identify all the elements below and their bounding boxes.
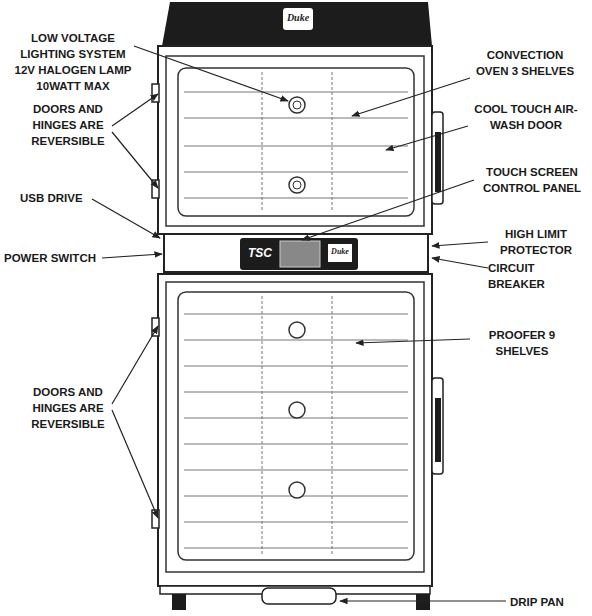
proofer-shelves: [184, 296, 408, 556]
shelf-line: [184, 340, 408, 341]
shelf-line: [184, 444, 408, 445]
shelf-line: [332, 296, 333, 556]
brand-logo: Duke: [328, 248, 352, 256]
callout-label: CIRCUIT BREAKER: [488, 260, 568, 292]
callout-label: DOORS AND HINGES ARE REVERSIBLE: [18, 384, 118, 432]
proofer-window: [178, 292, 414, 560]
proofer-cabinet: [158, 274, 432, 586]
control-band: [164, 234, 428, 272]
shelf-line: [184, 366, 408, 367]
oven-cabinet: [158, 46, 432, 234]
shelf-line: [184, 392, 408, 393]
touch-screen: [280, 241, 320, 267]
shelf-line: [262, 296, 263, 556]
door-handle-grip: [435, 132, 441, 192]
oven-window: [178, 68, 414, 216]
callout-label: LOW VOLTAGE LIGHTING SYSTEM 12V HALOGEN …: [12, 30, 134, 94]
halogen-lamp: [289, 97, 305, 113]
brand-logo: Duke: [283, 13, 313, 23]
proofer-door: [166, 282, 424, 572]
shelf-line: [262, 72, 263, 212]
caster: [416, 594, 430, 610]
drip-pan: [262, 588, 336, 604]
callout-label: DOORS AND HINGES ARE REVERSIBLE: [18, 101, 118, 149]
callout-label: PROOFER 9 SHELVES: [472, 327, 572, 359]
door-handle: [432, 378, 443, 474]
hood: [162, 2, 432, 46]
shelf-line: [184, 522, 408, 523]
callout-label: TOUCH SCREEN CONTROL PANEL: [478, 164, 586, 196]
shelf-line: [332, 72, 333, 212]
shelf-line: [184, 548, 408, 549]
callout-label: POWER SWITCH: [4, 250, 104, 266]
shelf-line: [184, 92, 408, 93]
shelf-line: [184, 172, 408, 173]
callout-label: COOL TOUCH AIR- WASH DOOR: [470, 101, 582, 133]
callout-label: DRIP PAN: [510, 594, 586, 610]
callout-label: HIGH LIMIT PROTECTOR: [488, 226, 584, 258]
callout-label: CONVECTION OVEN 3 SHELVES: [470, 47, 580, 79]
shelf-line: [184, 198, 408, 199]
shelf-line: [184, 118, 408, 119]
panel-logo: [328, 244, 352, 262]
leader-lines: [92, 46, 506, 601]
oven-shelves: [184, 72, 408, 212]
oven-door: [166, 56, 424, 226]
halogen-lamp: [293, 101, 301, 109]
door-handle: [432, 112, 443, 204]
panel-badge: TSC: [243, 247, 277, 259]
halogen-lamp: [289, 402, 305, 418]
halogen-lamp: [289, 482, 305, 498]
caster: [172, 594, 186, 610]
logo-badge: [283, 8, 313, 30]
control-panel: [240, 238, 358, 270]
halogen-lamp: [289, 322, 305, 338]
door-handle-grip: [435, 398, 441, 462]
shelf-line: [184, 314, 408, 315]
callout-label: USB DRIVE: [20, 190, 100, 206]
shelf-line: [184, 470, 408, 471]
halogen-lamp: [293, 181, 301, 189]
shelf-line: [184, 146, 408, 147]
halogen-lamp: [289, 177, 305, 193]
hinge: [152, 84, 159, 102]
